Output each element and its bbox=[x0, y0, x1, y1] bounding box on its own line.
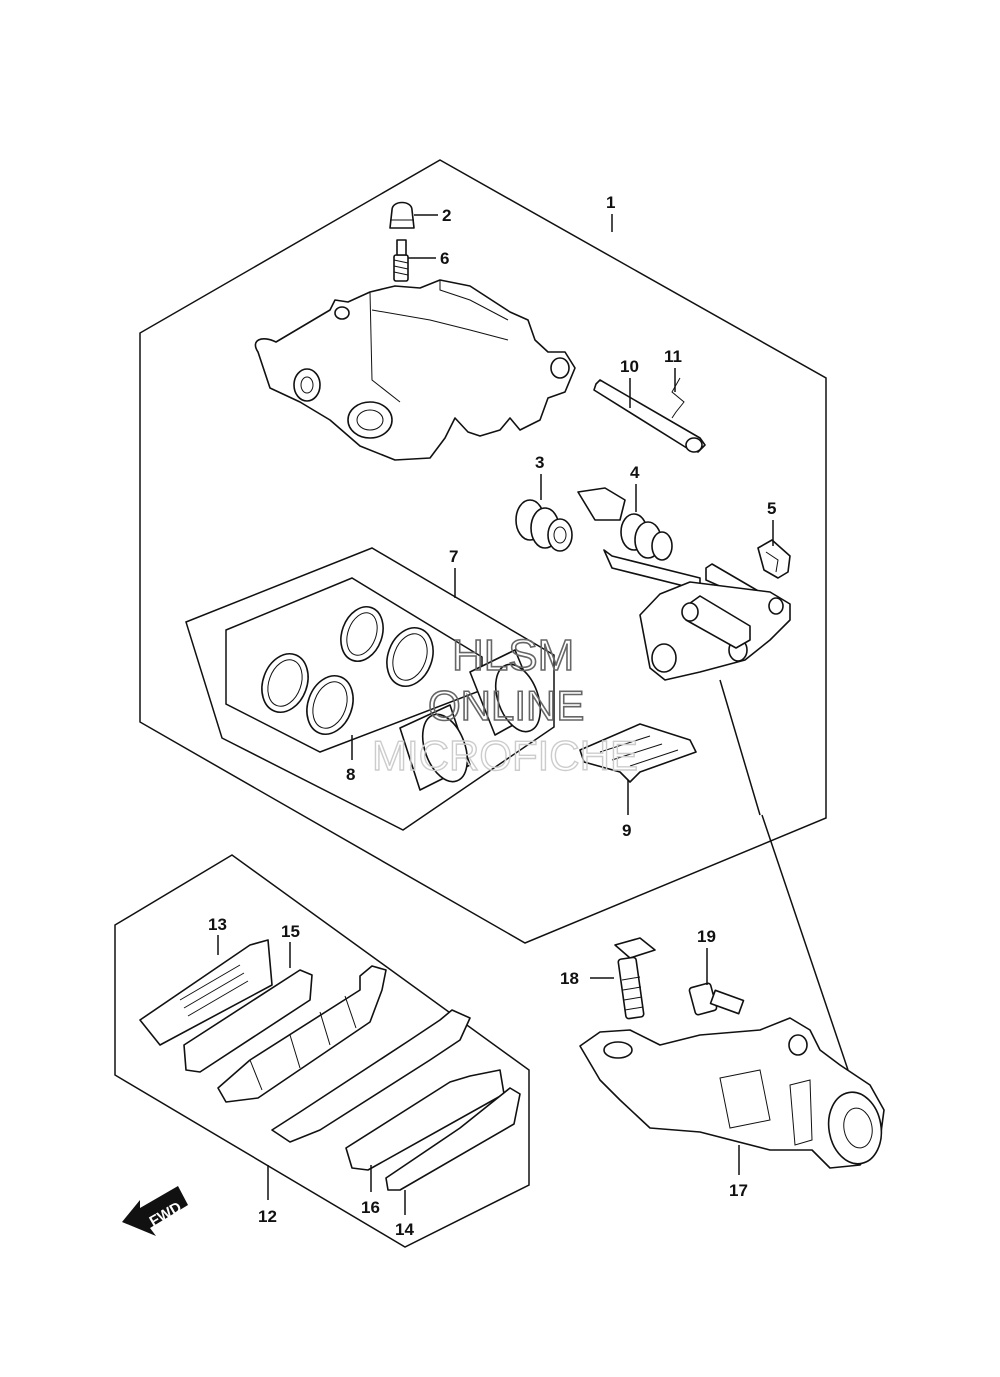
pin-clip bbox=[671, 377, 685, 419]
callout-4: 4 bbox=[630, 463, 640, 482]
caliper-assembly-frame bbox=[139, 159, 827, 944]
watermark-line-3: MICROFICHE bbox=[372, 732, 638, 779]
callout-10: 10 bbox=[620, 357, 639, 376]
slide-boot-3 bbox=[515, 499, 573, 552]
piston-seals bbox=[261, 606, 434, 735]
callout-6: 6 bbox=[440, 249, 449, 268]
seal-kit-frame bbox=[185, 547, 555, 831]
watermark-line-1: HLSM bbox=[452, 631, 574, 680]
callout-16: 16 bbox=[361, 1198, 380, 1217]
pad-pin bbox=[593, 379, 706, 453]
caliper-body bbox=[254, 279, 576, 461]
retainer-clip bbox=[757, 539, 791, 579]
callout-13: 13 bbox=[208, 915, 227, 934]
callout-8: 8 bbox=[346, 765, 355, 784]
callout-11: 11 bbox=[664, 347, 682, 366]
callout-17: 17 bbox=[729, 1181, 748, 1200]
callout-12: 12 bbox=[258, 1207, 277, 1226]
callout-7: 7 bbox=[449, 547, 458, 566]
callout-1: 1 bbox=[606, 193, 615, 212]
caliper-holder bbox=[579, 1017, 885, 1169]
pad-spring bbox=[579, 723, 697, 783]
callout-18: 18 bbox=[560, 969, 579, 988]
callout-5: 5 bbox=[767, 499, 776, 518]
arrow-forward-icon: FWD bbox=[122, 1186, 188, 1236]
pistons bbox=[399, 649, 542, 791]
caliper-bracket bbox=[603, 549, 791, 681]
bleeder-valve bbox=[393, 239, 409, 282]
watermark-line-2: ONLINE bbox=[428, 682, 584, 729]
mounting-bolt-19 bbox=[688, 982, 745, 1016]
pad-set-frame bbox=[114, 854, 530, 1248]
brake-pads bbox=[139, 939, 521, 1191]
callout-2: 2 bbox=[442, 206, 451, 225]
mounting-bolt-18 bbox=[614, 937, 656, 1020]
callout-15: 15 bbox=[281, 922, 300, 941]
callout-3: 3 bbox=[535, 453, 544, 472]
callout-14: 14 bbox=[395, 1220, 414, 1239]
leader-lines bbox=[217, 214, 849, 1215]
callout-19: 19 bbox=[697, 927, 716, 946]
bleeder-cap bbox=[389, 201, 415, 229]
watermark: HLSM ONLINE MICROFICHE bbox=[371, 630, 638, 780]
callout-9: 9 bbox=[622, 821, 631, 840]
slide-boot-4 bbox=[577, 487, 673, 561]
